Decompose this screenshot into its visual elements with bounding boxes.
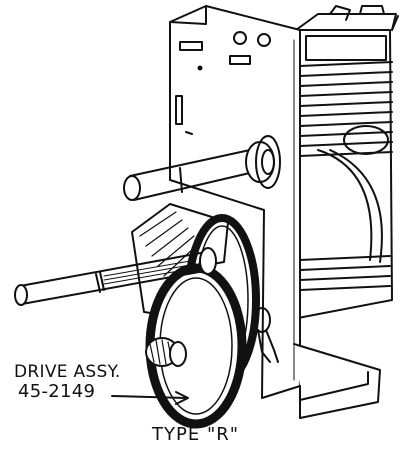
callout-label-drive-assy: DRIVE ASSY. <box>14 362 121 382</box>
mounting-plate <box>169 5 301 399</box>
callout-arrow <box>111 391 189 405</box>
support-bracket <box>293 343 381 419</box>
thumb-nut <box>145 337 187 367</box>
drive-shaft <box>14 247 217 306</box>
spring-clip <box>253 307 279 363</box>
callout-label-part-number: 45-2149 <box>18 381 96 402</box>
upper-shaft <box>123 135 281 201</box>
capacitor-body <box>295 5 399 319</box>
figure-caption: TYPE "R" <box>152 424 240 445</box>
